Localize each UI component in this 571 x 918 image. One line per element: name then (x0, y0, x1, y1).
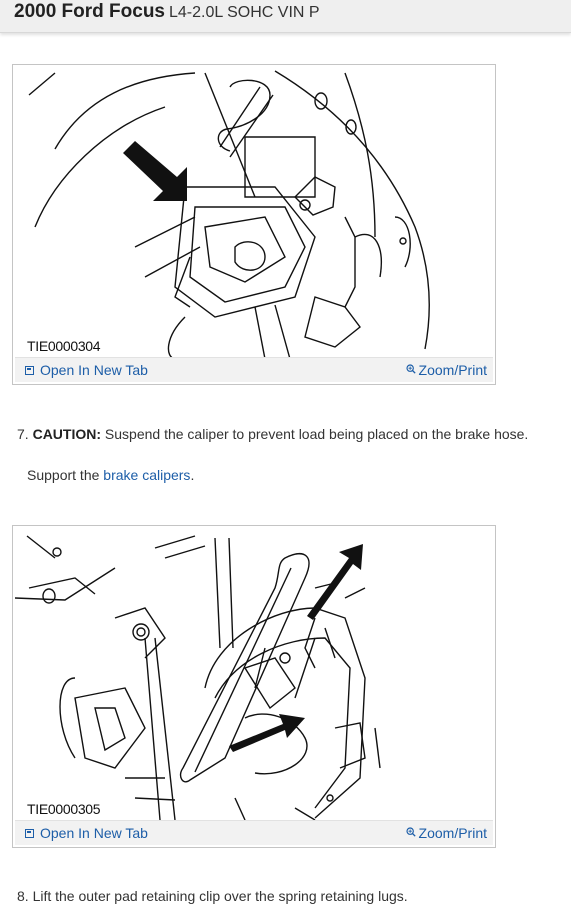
brake-calipers-link[interactable]: brake calipers (103, 467, 191, 483)
open-in-new-tab-link[interactable]: Open In New Tab (25, 362, 148, 378)
zoom-print-label: Zoom/Print (418, 362, 487, 378)
support-paragraph: Support the brake calipers. (27, 467, 194, 483)
open-in-new-tab-label: Open In New Tab (40, 362, 148, 378)
step-number: 7. (17, 426, 29, 442)
vehicle-title: 2000 Ford Focus (14, 1, 165, 22)
step-8-text: 8. Lift the outer pad retaining clip ove… (17, 888, 408, 904)
magnifier-plus-icon (405, 827, 416, 837)
caution-text: Suspend the caliper to prevent load bein… (104, 426, 529, 442)
figure-toolbar: Open In New Tab Zoom/Print (15, 357, 493, 382)
figure-toolbar: Open In New Tab Zoom/Print (15, 820, 493, 845)
external-window-icon (25, 366, 34, 375)
caliper-clip-illustration (15, 535, 381, 820)
zoom-print-link[interactable]: Zoom/Print (405, 362, 487, 378)
figure-tie0000305: TIE0000305 Open In New Tab Zoom/Print (12, 525, 496, 848)
figure-label: TIE0000305 (27, 801, 101, 817)
step-7-caution: 7. CAUTION: Suspend the caliper to preve… (17, 426, 528, 442)
support-suffix: . (190, 467, 195, 483)
zoom-print-link[interactable]: Zoom/Print (405, 825, 487, 841)
magnifier-plus-icon (405, 364, 416, 374)
external-window-icon (25, 829, 34, 838)
caliper-illustration (28, 70, 430, 359)
open-in-new-tab-label: Open In New Tab (40, 825, 148, 841)
caution-label: CAUTION: (32, 426, 102, 442)
figure-image[interactable] (15, 528, 493, 820)
open-in-new-tab-link[interactable]: Open In New Tab (25, 825, 148, 841)
engine-subtitle: L4-2.0L SOHC VIN P (169, 4, 320, 21)
figure-image[interactable] (15, 67, 493, 359)
zoom-print-label: Zoom/Print (418, 825, 487, 841)
figure-label: TIE0000304 (27, 338, 101, 354)
figure-tie0000304: TIE0000304 Open In New Tab Zoom/Print (12, 64, 496, 385)
support-prefix: Support the (27, 467, 100, 483)
